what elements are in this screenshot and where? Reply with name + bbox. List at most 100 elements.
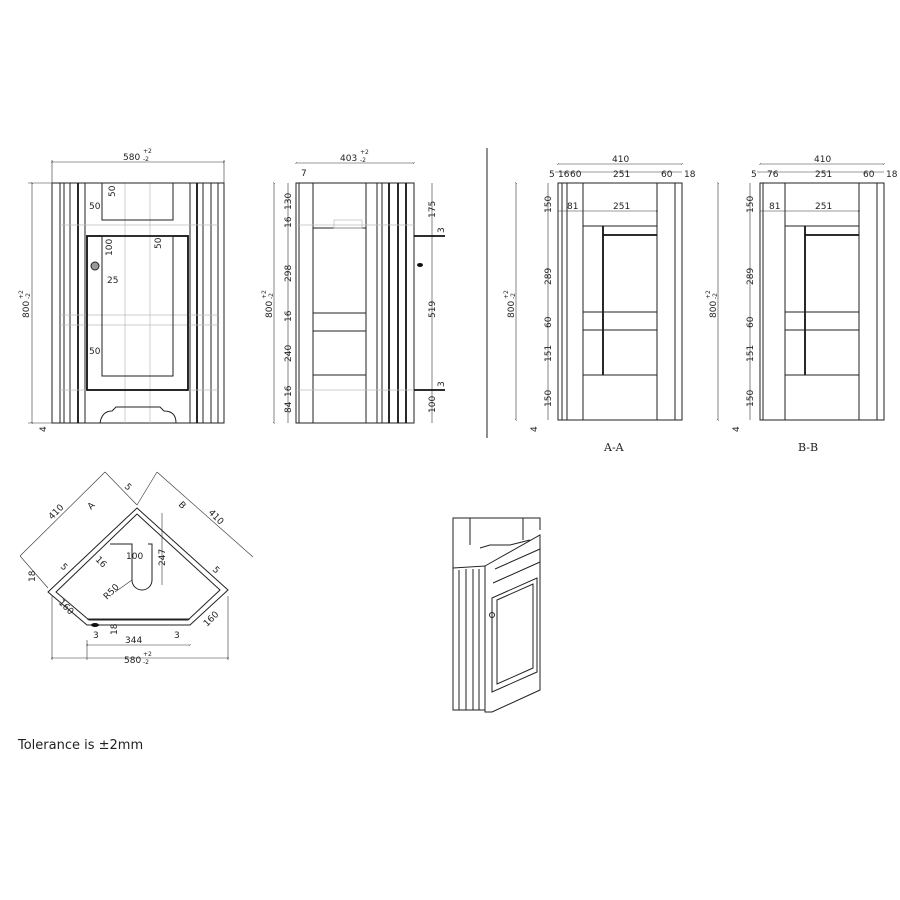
svg-text:251: 251	[815, 170, 832, 180]
svg-text:410: 410	[206, 508, 225, 527]
svg-text:5: 5	[210, 565, 221, 576]
svg-text:800: 800	[507, 301, 517, 318]
svg-text:150: 150	[746, 196, 756, 213]
svg-text:5: 5	[549, 170, 555, 180]
svg-text:-2: -2	[268, 293, 275, 299]
svg-text:251: 251	[613, 170, 630, 180]
svg-text:3: 3	[437, 381, 447, 387]
svg-text:18: 18	[684, 170, 696, 180]
drawer-front	[101, 182, 174, 221]
svg-text:+2: +2	[261, 290, 268, 299]
svg-text:410: 410	[47, 503, 66, 522]
svg-text:4: 4	[732, 426, 742, 432]
svg-text:5: 5	[122, 482, 133, 493]
svg-text:18: 18	[28, 570, 38, 582]
svg-text:100: 100	[126, 552, 143, 562]
svg-text:175: 175	[428, 201, 438, 218]
svg-text:+2: +2	[143, 651, 152, 658]
svg-text:251: 251	[815, 202, 832, 212]
svg-text:+2: +2	[503, 290, 510, 299]
front-flutes	[59, 183, 219, 423]
knob-side-icon	[417, 263, 423, 267]
svg-text:60: 60	[661, 170, 673, 180]
svg-text:+2: +2	[18, 290, 25, 299]
svg-text:18: 18	[886, 170, 898, 180]
svg-text:150: 150	[544, 390, 554, 407]
svg-text:16: 16	[284, 216, 294, 228]
svg-text:B: B	[176, 500, 187, 511]
isometric-view	[452, 517, 541, 713]
svg-text:+2: +2	[705, 290, 712, 299]
front-view: 580 +2 -2 800 +2 -2 50 50 100 50 25 50 4	[18, 148, 224, 432]
svg-text:81: 81	[769, 202, 780, 212]
svg-text:100: 100	[105, 239, 115, 256]
svg-text:4: 4	[530, 426, 540, 432]
svg-text:+2: +2	[360, 149, 369, 156]
svg-text:-2: -2	[360, 157, 366, 164]
svg-text:519: 519	[428, 301, 438, 318]
svg-text:151: 151	[746, 345, 756, 362]
section-label-b: B-B	[798, 441, 818, 454]
plan-cutout	[110, 543, 153, 591]
svg-text:344: 344	[125, 636, 142, 646]
svg-text:289: 289	[746, 268, 756, 285]
svg-text:150: 150	[746, 390, 756, 407]
tolerance-note: Tolerance is ±2mm	[18, 738, 144, 753]
svg-text:410: 410	[612, 155, 629, 165]
svg-text:50: 50	[154, 237, 164, 249]
svg-text:160: 160	[56, 598, 75, 617]
svg-text:-2: -2	[143, 156, 149, 163]
svg-text:800: 800	[265, 301, 275, 318]
svg-text:16: 16	[93, 555, 108, 570]
svg-text:251: 251	[613, 202, 630, 212]
svg-text:60: 60	[746, 316, 756, 328]
svg-text:800: 800	[709, 301, 719, 318]
svg-text:16: 16	[284, 385, 294, 397]
svg-text:160: 160	[202, 610, 221, 629]
svg-text:5: 5	[751, 170, 757, 180]
svg-text:84: 84	[284, 401, 294, 413]
front-height-label: 800	[22, 301, 32, 318]
svg-text:50: 50	[108, 185, 118, 197]
section-a-a: 410 5 16 60 251 60 18 81 251 800 +2 -2 1…	[503, 155, 696, 454]
door-panel	[101, 235, 174, 377]
svg-text:247: 247	[158, 549, 168, 566]
svg-text:130: 130	[284, 193, 294, 210]
svg-text:580: 580	[124, 656, 141, 666]
plinth-cutout	[99, 406, 177, 424]
svg-text:3: 3	[93, 631, 99, 641]
section-label-a: A-A	[603, 441, 625, 454]
svg-text:+2: +2	[143, 148, 152, 155]
svg-text:18: 18	[110, 623, 120, 635]
plan-view: 410 410 A B 5 5 18 16 5 100 247 R50 160 …	[19, 471, 254, 666]
svg-text:298: 298	[284, 265, 294, 282]
svg-text:3: 3	[174, 631, 180, 641]
svg-text:5: 5	[58, 562, 69, 573]
svg-text:-2: -2	[510, 293, 517, 299]
svg-text:-2: -2	[25, 293, 32, 299]
svg-text:60: 60	[544, 316, 554, 328]
svg-text:289: 289	[544, 268, 554, 285]
svg-text:76: 76	[767, 170, 779, 180]
door-knob-icon	[90, 261, 100, 271]
section-b-b: 410 5 76 251 60 18 81 251 800 +2 -2 150 …	[705, 155, 898, 454]
svg-text:60: 60	[863, 170, 875, 180]
front-width-label: 580	[123, 153, 140, 163]
svg-text:-2: -2	[143, 659, 149, 666]
svg-text:25: 25	[107, 276, 118, 286]
svg-text:240: 240	[284, 345, 294, 362]
side-view: 403 +2 -2 7 800 +2 -2 130 16 298 16 240 …	[261, 149, 447, 423]
svg-text:150: 150	[544, 196, 554, 213]
svg-text:16: 16	[284, 310, 294, 322]
svg-text:100: 100	[428, 396, 438, 413]
svg-text:81: 81	[567, 202, 578, 212]
svg-text:50: 50	[89, 347, 101, 357]
svg-text:151: 151	[544, 345, 554, 362]
svg-text:3: 3	[437, 227, 447, 233]
svg-text:50: 50	[89, 202, 101, 212]
svg-text:60: 60	[570, 170, 582, 180]
svg-text:16: 16	[558, 170, 570, 180]
svg-text:7: 7	[301, 169, 307, 179]
svg-text:A: A	[86, 500, 98, 512]
